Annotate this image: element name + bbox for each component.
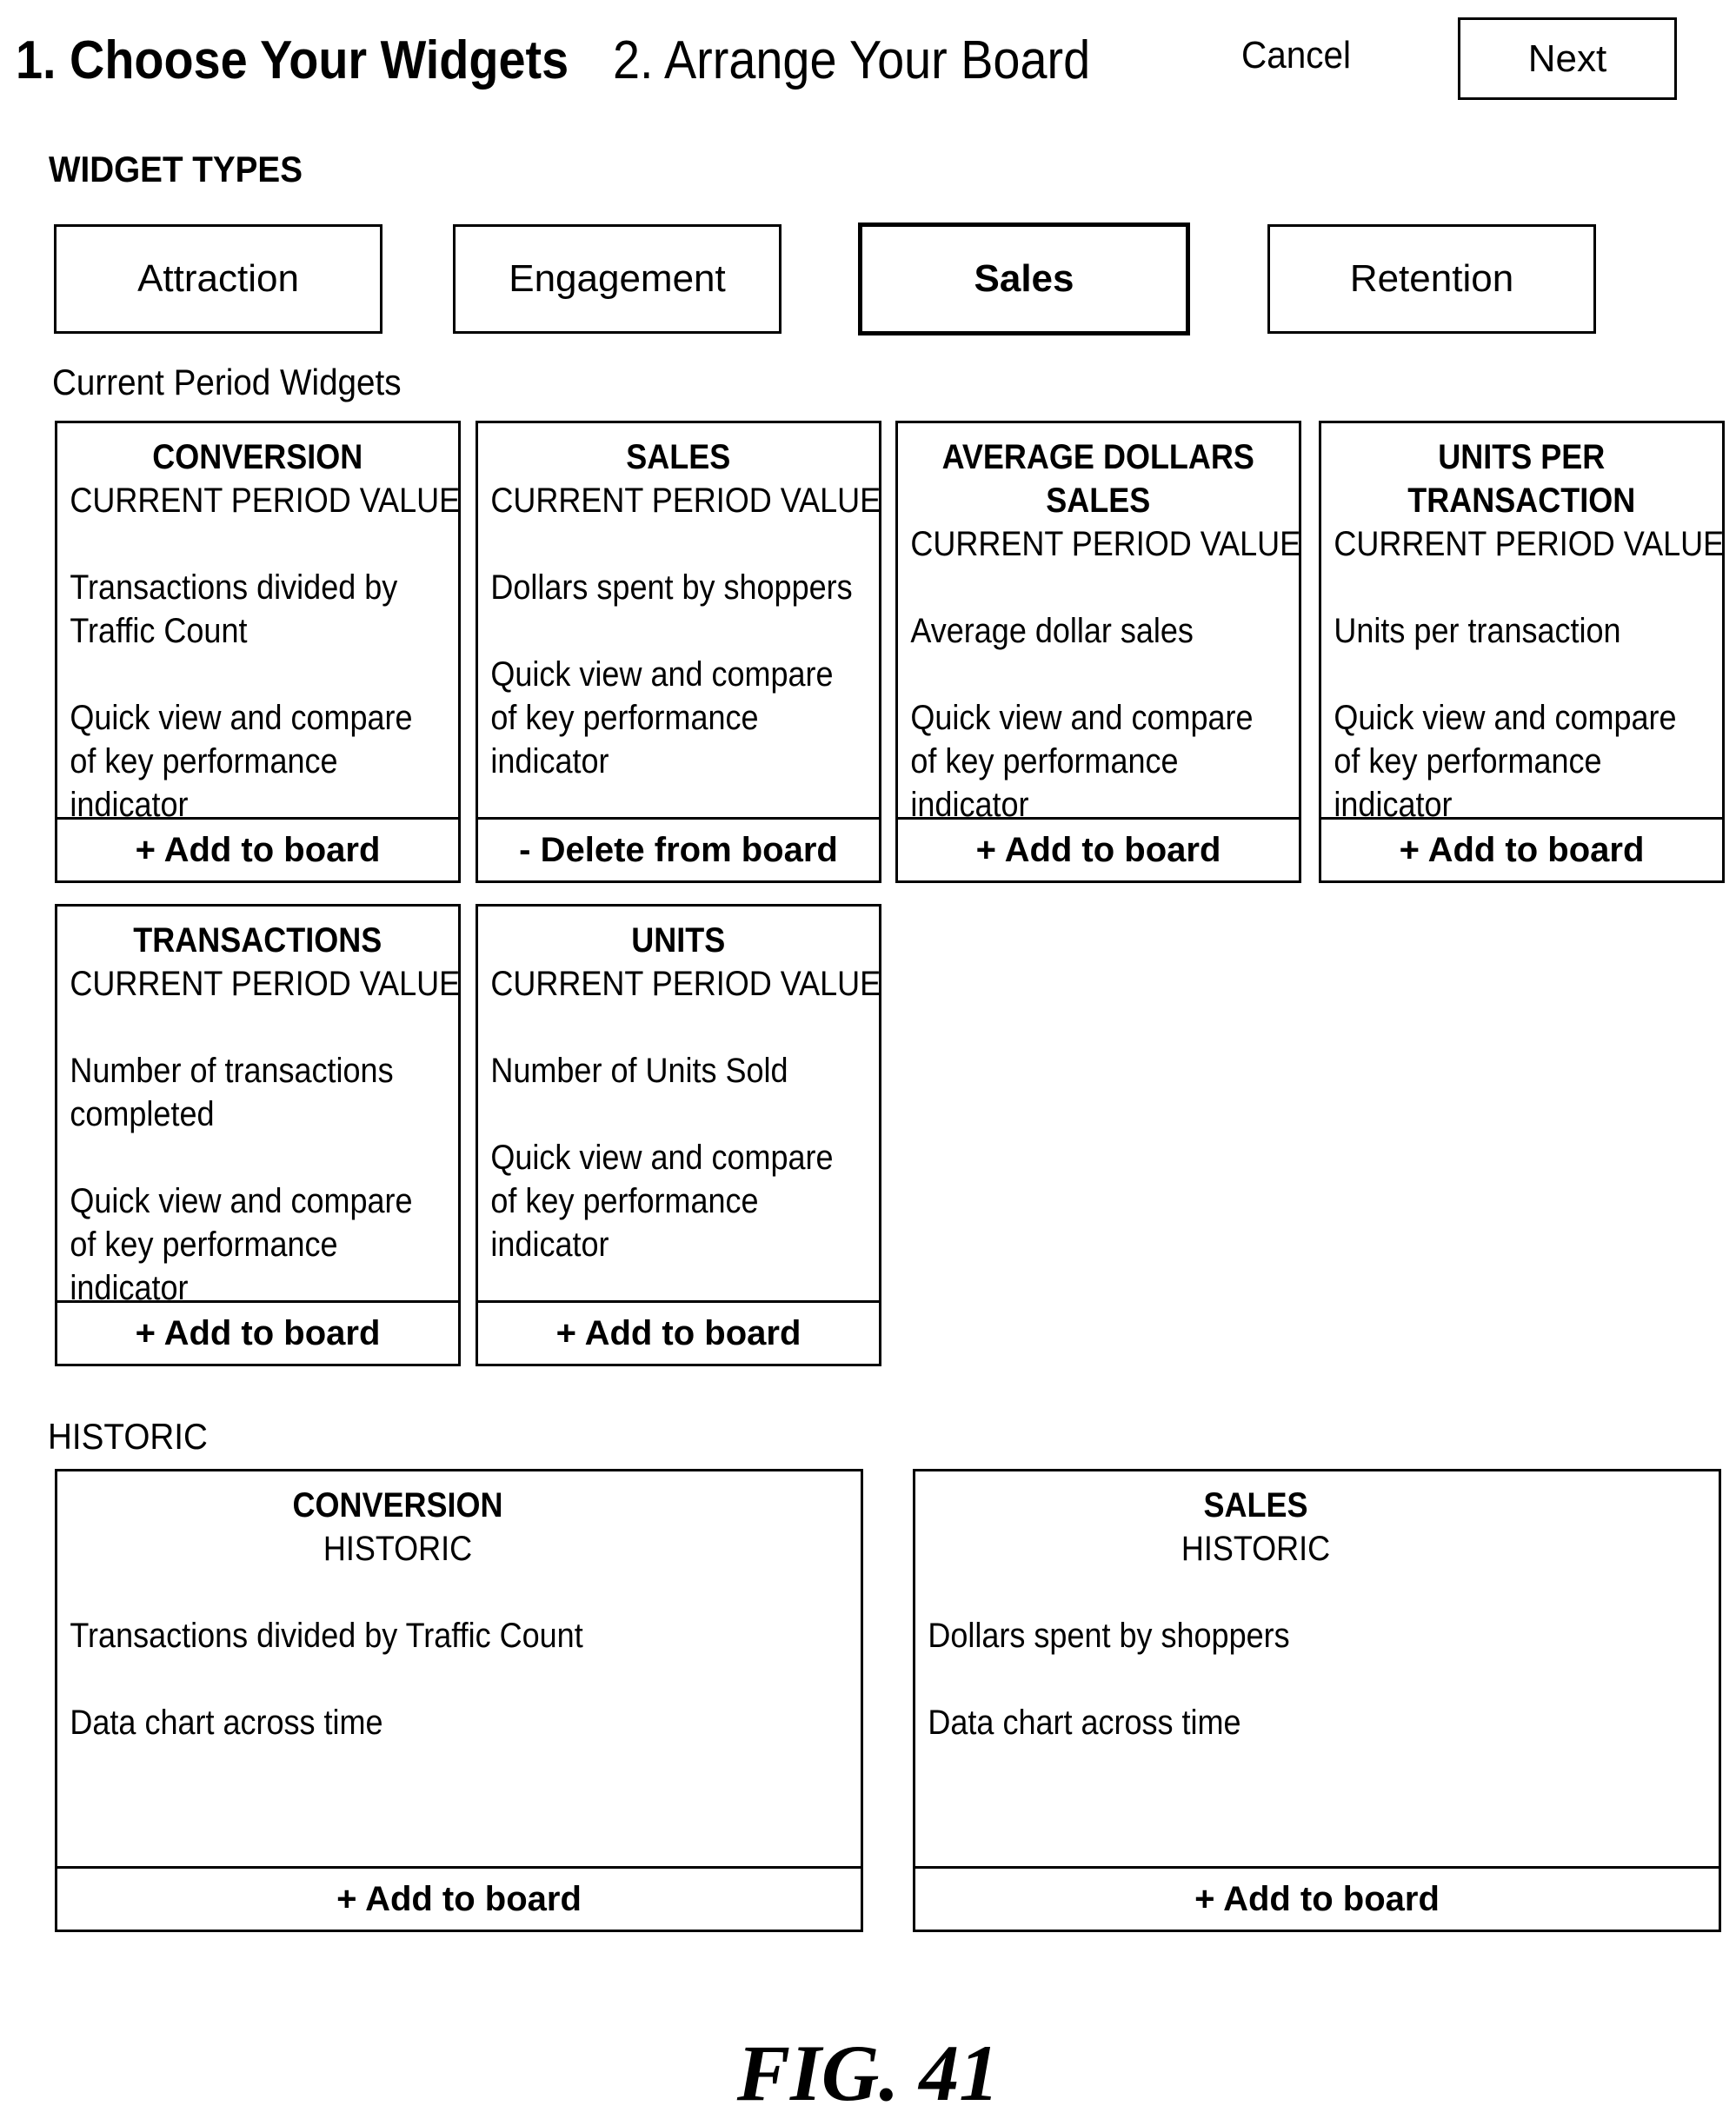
step-2-title[interactable]: 2. Arrange Your Board (613, 26, 1090, 96)
tab-engagement[interactable]: Engagement (453, 224, 782, 334)
tab-sales[interactable]: Sales (858, 223, 1190, 335)
card-title: AVERAGE DOLLARS SALES (910, 435, 1286, 522)
widget-card-average-dollars-sales: AVERAGE DOLLARS SALES CURRENT PERIOD VAL… (895, 421, 1301, 883)
card-title: UNITS PER TRANSACTION (1334, 435, 1709, 522)
card-title: SALES (928, 1484, 1583, 1527)
card-note: Quick view and compare of key performanc… (70, 1179, 445, 1310)
card-subtitle: CURRENT PERIOD VALUE (1334, 522, 1709, 566)
widget-card-units-per-transaction: UNITS PER TRANSACTION CURRENT PERIOD VAL… (1319, 421, 1725, 883)
card-description: Transactions divided by Traffic Count (70, 566, 445, 653)
card-note: Quick view and compare of key performanc… (1334, 696, 1709, 827)
card-note: Quick view and compare of key performanc… (910, 696, 1286, 827)
widget-card-transactions: TRANSACTIONS CURRENT PERIOD VALUE Number… (55, 904, 461, 1366)
card-description: Dollars spent by shoppers (928, 1614, 1705, 1657)
historic-card-sales: SALES HISTORIC Dollars spent by shoppers… (913, 1469, 1721, 1932)
card-title: CONVERSION (70, 435, 445, 479)
tab-retention[interactable]: Retention (1267, 224, 1596, 334)
delete-from-board-button[interactable]: - Delete from board (478, 817, 879, 880)
cancel-button[interactable]: Cancel (1241, 33, 1351, 78)
widget-card-units: UNITS CURRENT PERIOD VALUE Number of Uni… (476, 904, 881, 1366)
card-note: Quick view and compare of key performanc… (490, 653, 866, 783)
card-subtitle: CURRENT PERIOD VALUE (70, 479, 445, 522)
historic-label: HISTORIC (48, 1415, 208, 1458)
card-title: SALES (490, 435, 866, 479)
historic-card-conversion: CONVERSION HISTORIC Transactions divided… (55, 1469, 863, 1932)
card-title: TRANSACTIONS (70, 919, 445, 962)
add-to-board-button[interactable]: + Add to board (1321, 817, 1722, 880)
card-subtitle: CURRENT PERIOD VALUE (490, 479, 866, 522)
add-to-board-button[interactable]: + Add to board (915, 1866, 1719, 1930)
card-description: Number of Units Sold (490, 1049, 866, 1093)
current-period-label: Current Period Widgets (52, 361, 402, 404)
card-note: Data chart across time (70, 1701, 847, 1744)
card-title: CONVERSION (70, 1484, 725, 1527)
card-note: Quick view and compare of key performanc… (70, 696, 445, 827)
card-note: Data chart across time (928, 1701, 1705, 1744)
add-to-board-button[interactable]: + Add to board (478, 1300, 879, 1364)
add-to-board-button[interactable]: + Add to board (57, 1300, 458, 1364)
card-subtitle: CURRENT PERIOD VALUE (910, 522, 1286, 566)
tab-attraction[interactable]: Attraction (54, 224, 382, 334)
widget-types-label: WIDGET TYPES (49, 148, 303, 191)
add-to-board-button[interactable]: + Add to board (57, 1866, 861, 1930)
card-subtitle: HISTORIC (928, 1527, 1583, 1571)
card-description: Transactions divided by Traffic Count (70, 1614, 847, 1657)
card-description: Average dollar sales (910, 609, 1286, 653)
card-description: Number of transactions completed (70, 1049, 445, 1136)
card-subtitle: CURRENT PERIOD VALUE (490, 962, 866, 1006)
widget-card-conversion: CONVERSION CURRENT PERIOD VALUE Transact… (55, 421, 461, 883)
widget-card-sales: SALES CURRENT PERIOD VALUE Dollars spent… (476, 421, 881, 883)
card-description: Dollars spent by shoppers (490, 566, 866, 609)
step-1-title: 1. Choose Your Widgets (16, 26, 569, 96)
card-description: Units per transaction (1334, 609, 1709, 653)
card-title: UNITS (490, 919, 866, 962)
card-note: Quick view and compare of key performanc… (490, 1136, 866, 1266)
add-to-board-button[interactable]: + Add to board (898, 817, 1299, 880)
add-to-board-button[interactable]: + Add to board (57, 817, 458, 880)
figure-caption: FIG. 41 (0, 2029, 1736, 2116)
card-subtitle: HISTORIC (70, 1527, 725, 1571)
next-button[interactable]: Next (1458, 17, 1677, 100)
card-subtitle: CURRENT PERIOD VALUE (70, 962, 445, 1006)
